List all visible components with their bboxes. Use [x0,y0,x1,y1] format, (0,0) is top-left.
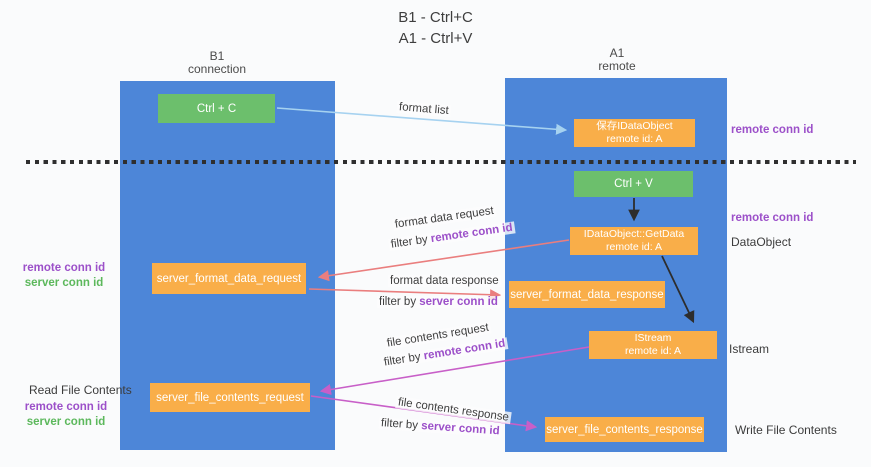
annotation-remote-conn-id: remote conn id [22,262,106,274]
diagram-title: B1 - Ctrl+C A1 - Ctrl+V [0,7,871,49]
filter-prefix: filter by [390,233,432,251]
node-server-file-contents-request: server_file_contents_request [150,383,310,412]
node-ctrl-c: Ctrl + C [158,94,275,123]
lifeline-header-a1: A1 remote [547,47,687,73]
filter-prefix: filter by [379,296,420,308]
annotation-remote-conn-id-top: remote conn id [731,124,814,136]
node-getdata-line2: remote id: A [605,241,663,253]
node-istream-line1: IStream [634,332,672,344]
annotation-server-conn-id: server conn id [26,415,106,428]
filter-id-server-conn-id: server conn id [419,296,498,308]
annotation-remote-conn-id: remote conn id [24,401,108,413]
annotation-istream: Istream [729,342,770,356]
node-server-file-contents-response: server_file_contents_response [545,417,704,442]
annotation-server-conn-id: server conn id [24,276,104,289]
annotation-dataobject: DataObject [731,235,792,249]
annotation-left-conn-ids-top: remote conn id server conn id [20,261,108,290]
node-ctrl-v: Ctrl + V [574,171,693,197]
annotation-remote-conn-id-mid: remote conn id [731,212,814,224]
filter-prefix: filter by [380,417,422,432]
lifeline-a1-name: A1 [609,46,625,60]
node-server-format-data-request-label: server_format_data_request [156,272,302,285]
node-save-idataobject-line1: 保存IDataObject [596,120,673,132]
lifeline-b1-role: connection [187,62,247,76]
edge-label-format-list: format list [396,101,452,118]
node-ctrl-c-label: Ctrl + C [196,102,237,115]
node-istream-line2: remote id: A [624,345,682,357]
node-server-format-data-response-label: server_format_data_response [510,288,664,301]
annotation-read-file-contents: Read File Contents [29,383,132,397]
filter-id-server-conn-id: server conn id [420,419,501,438]
node-getdata-line1: IDataObject::GetData [583,228,685,240]
edge-label-filter-server-1: filter by server conn id [377,296,500,308]
node-server-format-data-response: server_format_data_response [509,281,665,308]
filter-prefix: filter by [383,350,425,369]
node-server-format-data-request: server_format_data_request [152,263,306,294]
lifeline-a1-role: remote [598,59,636,73]
node-idataobject-getdata: IDataObject::GetData remote id: A [570,227,698,255]
node-server-file-contents-request-label: server_file_contents_request [156,391,304,404]
filter-id-remote-conn-id: remote conn id [430,221,514,246]
arrow-format-data-response [308,288,502,301]
node-server-file-contents-response-label: server_file_contents_response [546,423,703,436]
node-save-idataobject-line2: remote id: A [606,133,663,145]
annotation-left-conn-ids-bottom: remote conn id server conn id [22,400,110,429]
edge-label-format-data-response: format data response [388,275,501,287]
phase-divider-dashed-line [26,160,856,164]
title-line-1: B1 - Ctrl+C [398,9,473,26]
lifeline-b1-name: B1 [209,49,225,63]
lifeline-header-b1: B1 connection [147,50,287,76]
title-line-2: A1 - Ctrl+V [398,30,473,47]
node-ctrl-v-label: Ctrl + V [614,178,653,190]
node-istream: IStream remote id: A [589,331,717,359]
node-save-idataobject: 保存IDataObject remote id: A [574,119,695,147]
annotation-write-file-contents: Write File Contents [735,423,837,437]
